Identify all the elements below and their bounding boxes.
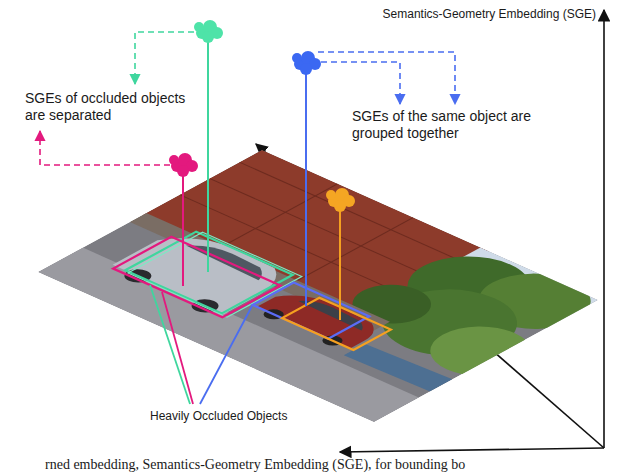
street-photo [38,146,631,433]
callout-label: Heavily Occluded Objects [150,409,330,423]
annotation-text: SGEs of the same object are grouped toge… [352,108,562,142]
occlusion-leaders [150,285,252,404]
embedding-stems [183,42,340,320]
annotation-text: SGEs of occluded objects are separated [25,90,205,124]
embedding-clouds [169,20,355,212]
axis-label: Semantics-Geometry Embedding (SGE) [356,7,596,21]
caption: rned embedding, Semantics-Geometry Embed… [45,457,465,474]
